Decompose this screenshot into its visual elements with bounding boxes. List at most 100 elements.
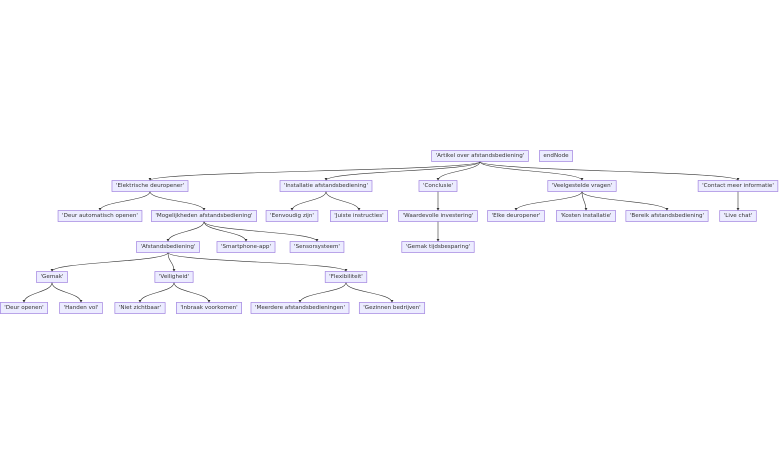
node-n2: 'Installatie afstandsbediening': [279, 180, 373, 192]
node-a1: 'Gemak': [36, 271, 68, 283]
node-end: endNode: [539, 150, 573, 162]
nodes: 'Artikel over afstandsbediening' endNode '…: [0, 150, 779, 314]
node-n2b: 'Juiste instructies': [330, 210, 388, 222]
node-box: [36, 271, 68, 283]
node-box: [154, 271, 194, 283]
node-v1: 'Niet zichtbaar': [114, 302, 166, 314]
edge-a2-v2: [173, 282, 211, 303]
node-box: [57, 210, 143, 222]
node-box: [330, 210, 388, 222]
node-n3a: 'Waardevolle investering': [398, 210, 478, 222]
node-label: 'Conclusie': [423, 183, 453, 189]
node-n5: 'Contact meer informatie': [697, 180, 779, 192]
node-label: 'Sensorsysteem': [294, 244, 340, 250]
node-a3: 'Flexibiliteit': [324, 271, 368, 283]
node-m2: 'Smartphone-app': [216, 241, 276, 253]
node-label: 'Gemak': [41, 274, 64, 280]
edge-n1-n1a: [98, 191, 151, 211]
node-box: [487, 210, 545, 222]
node-f1: 'Meerdere afstandsbedieningen': [250, 302, 350, 314]
node-g1: 'Deur openen': [0, 302, 49, 314]
node-label: 'Kosten installatie': [560, 213, 611, 219]
edge-root-n2: [324, 161, 481, 181]
node-box: [401, 241, 475, 253]
node-label: 'Niet zichtbaar': [119, 305, 161, 311]
edge-n1b-m3: [203, 221, 319, 242]
edge-m1-a3: [167, 252, 348, 272]
node-n2a: 'Eenvoudig zijn': [265, 210, 319, 222]
node-box: [398, 210, 478, 222]
node-label: endNode: [543, 153, 569, 159]
edge-m1-a1: [50, 252, 169, 272]
node-label: 'Installatie afstandsbediening': [284, 183, 368, 189]
node-label: 'Live chat': [724, 213, 753, 219]
edge-a3-f1: [298, 282, 347, 303]
node-label: 'Eenvoudig zijn': [270, 213, 314, 219]
node-label: 'Veelgestelde vragen': [552, 183, 612, 189]
node-box: [358, 302, 426, 314]
edge-n2-n2a: [290, 191, 327, 211]
node-g2: 'Handen vol': [59, 302, 103, 314]
node-box: [539, 150, 573, 162]
node-label: 'Juiste instructies': [334, 213, 383, 219]
edge-a1-g2: [51, 282, 83, 303]
node-box: [431, 150, 529, 162]
node-box: [136, 241, 200, 253]
node-n4a: 'Elke deuropener': [487, 210, 545, 222]
node-m1: 'Afstandsbediening': [136, 241, 200, 253]
node-n1: 'Elektrische deuropener': [111, 180, 189, 192]
node-label: 'Gemak tijdsbesparing': [406, 244, 470, 250]
node-n5a: 'Live chat': [719, 210, 757, 222]
node-n4c: 'Bereik afstandsbediening': [625, 210, 709, 222]
edge-root-n1: [148, 161, 481, 181]
node-label: 'Artikel over afstandsbediening': [436, 153, 525, 159]
node-label: 'Elke deuropener': [492, 213, 541, 219]
node-box: [216, 241, 276, 253]
node-box: [250, 302, 350, 314]
node-n1a: 'Deur automatisch openen': [57, 210, 143, 222]
edge-n1b-m1: [166, 221, 205, 242]
node-v2: 'Inbraak voorkomen': [176, 302, 242, 314]
node-box: [279, 180, 373, 192]
node-label: 'Gezinnen bedrijven': [363, 305, 420, 311]
node-label: 'Contact meer informatie': [702, 183, 774, 189]
edge-root-n5: [479, 161, 740, 181]
node-box: [697, 180, 779, 192]
edge-n1b-m2: [203, 221, 248, 242]
node-m3: 'Sensorsysteem': [289, 241, 345, 253]
node-f2: 'Gezinnen bedrijven': [358, 302, 426, 314]
node-box: [625, 210, 709, 222]
node-n3: 'Conclusie': [418, 180, 458, 192]
node-box: [59, 302, 103, 314]
node-a2: 'Veiligheid': [154, 271, 194, 283]
node-label: 'Mogelijkheden afstandsbediening': [155, 213, 252, 219]
node-label: 'Flexibiliteit': [329, 274, 363, 280]
node-box: [324, 271, 368, 283]
node-box: [418, 180, 458, 192]
node-box: [556, 210, 616, 222]
edge-a2-v1: [138, 282, 175, 303]
node-box: [265, 210, 319, 222]
node-label: 'Afstandsbediening': [141, 244, 196, 250]
node-n1b: 'Mogelijkheden afstandsbediening': [151, 210, 257, 222]
node-root: 'Artikel over afstandsbediening': [431, 150, 529, 162]
edge-m1-a2: [167, 252, 176, 272]
node-label: 'Handen vol': [64, 305, 99, 311]
node-box: [151, 210, 257, 222]
edge-root-n4: [479, 161, 584, 181]
node-n4: 'Veelgestelde vragen': [547, 180, 617, 192]
node-label: 'Bereik afstandsbediening': [630, 213, 704, 219]
node-c1: 'Gemak tijdsbesparing': [401, 241, 475, 253]
edge-n1-n1b: [149, 191, 206, 211]
node-label: 'Smartphone-app': [221, 244, 271, 250]
node-label: 'Waardevolle investering': [403, 213, 474, 219]
node-label: 'Elektrische deuropener': [116, 183, 184, 189]
node-n4b: 'Kosten installatie': [556, 210, 616, 222]
edge-n4-n4b: [581, 191, 588, 211]
node-label: 'Veiligheid': [159, 274, 189, 280]
edge-a1-g1: [22, 282, 53, 303]
edge-n2-n2b: [325, 191, 361, 211]
node-box: [0, 302, 49, 314]
edge-n4-n4c: [581, 191, 669, 211]
